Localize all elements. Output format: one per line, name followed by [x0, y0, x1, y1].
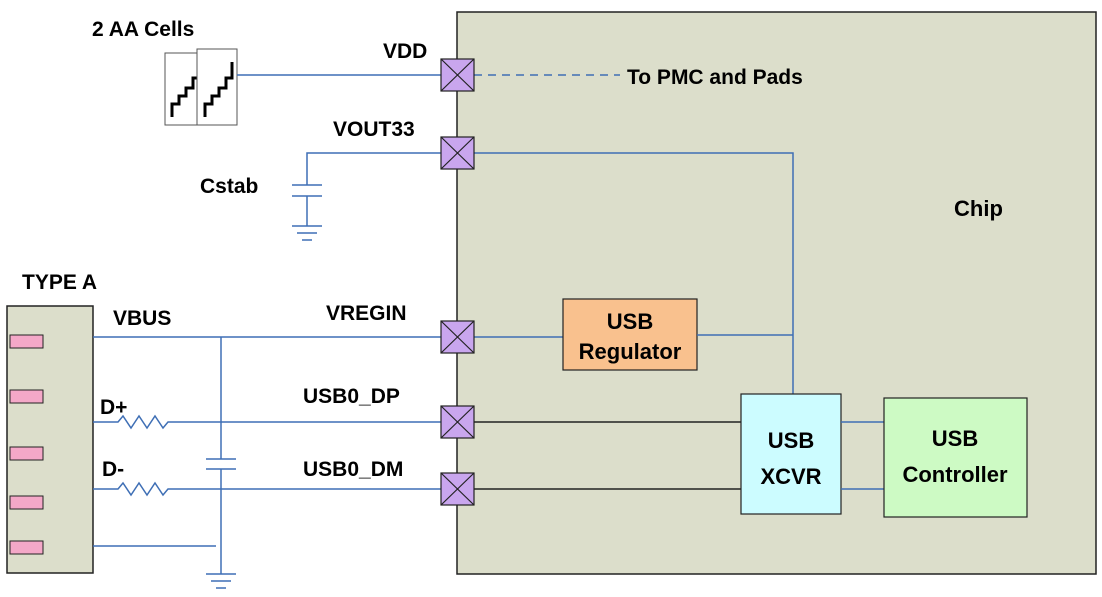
- vregin-label: VREGIN: [326, 302, 407, 325]
- type-a-connector: [6, 305, 94, 574]
- connector-pin-3: [9, 446, 44, 461]
- cstab-label: Cstab: [200, 175, 258, 198]
- pad-usb0-dp: [440, 405, 475, 439]
- usb0-dm-label: USB0_DM: [303, 458, 403, 481]
- batteries-label: 2 AA Cells: [92, 18, 194, 41]
- chip-label: Chip: [954, 196, 1003, 221]
- usb0-dp-label: USB0_DP: [303, 385, 400, 408]
- usb-xcvr-line1: USB: [768, 428, 814, 453]
- pad-vout33: [440, 136, 475, 170]
- pad-usb0-dm: [440, 472, 475, 506]
- connector-pin-5: [9, 540, 44, 555]
- usb-controller-block: [883, 397, 1028, 518]
- vout33-wire: [306, 152, 441, 185]
- vout33-label: VOUT33: [333, 118, 415, 141]
- d-plus-resistor: [93, 414, 200, 430]
- battery-cell-2: [196, 48, 238, 126]
- to-pmc-label: To PMC and Pads: [627, 66, 803, 89]
- vbus-label: VBUS: [113, 307, 171, 330]
- connector-pin-2: [9, 389, 44, 404]
- connector-pin-1: [9, 334, 44, 349]
- usb-xcvr-block: [740, 393, 842, 515]
- usb-regulator-line1: USB: [607, 309, 653, 334]
- d-plus-label: D+: [100, 396, 127, 419]
- usb-regulator-block: [562, 298, 698, 371]
- vdd-label: VDD: [383, 40, 427, 63]
- connector-pin-4: [9, 495, 44, 510]
- cstab-ground-icon: [292, 225, 322, 241]
- pad-vregin: [440, 320, 475, 354]
- vbus-ground-icon: [206, 573, 236, 589]
- d-minus-label: D-: [102, 458, 124, 481]
- usb-xcvr-line2: XCVR: [760, 464, 821, 489]
- pad-vdd: [440, 58, 475, 92]
- usb-regulator-line2: Regulator: [579, 339, 682, 364]
- usb-controller-line2: Controller: [902, 462, 1008, 487]
- type-a-label: TYPE A: [22, 271, 97, 294]
- vout33-internal-wire: [474, 152, 794, 394]
- d-minus-resistor: [93, 481, 200, 497]
- usb-controller-line1: USB: [932, 426, 978, 451]
